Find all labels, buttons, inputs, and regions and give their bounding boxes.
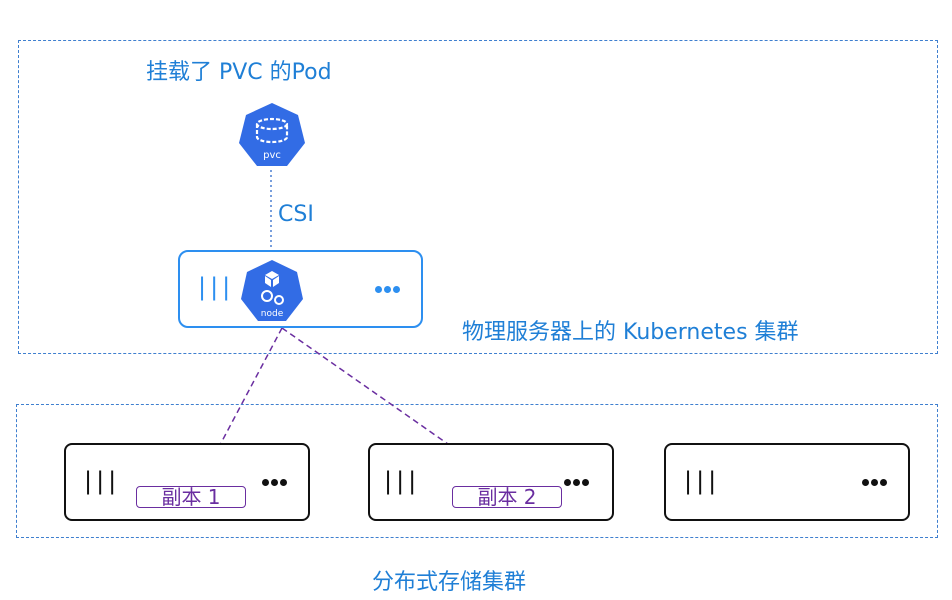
server-bars: ||| <box>384 467 421 495</box>
server-bars: ||| <box>684 467 721 495</box>
kubernetes-cluster-zone <box>18 40 938 354</box>
storage-cluster-label: 分布式存储集群 <box>372 570 527 595</box>
storage-server-3[interactable]: ||| <box>664 443 910 521</box>
server-bars: ||| <box>198 273 235 301</box>
more-icon[interactable] <box>375 286 400 293</box>
node-icon-text: node <box>261 309 284 319</box>
pvc-icon: pvc <box>236 100 308 172</box>
storage-server-2[interactable]: ||| <box>368 443 614 521</box>
more-icon[interactable] <box>564 479 589 486</box>
replica-1-badge: 副本 1 <box>136 486 246 508</box>
node-icon: node <box>238 258 306 326</box>
pvc-icon-text: pvc <box>263 150 281 161</box>
more-icon[interactable] <box>262 479 287 486</box>
storage-server-1[interactable]: ||| <box>64 443 310 521</box>
k8s-server[interactable]: ||| node <box>178 250 423 328</box>
replica-2-badge: 副本 2 <box>452 486 562 508</box>
pod-title: 挂载了 PVC 的Pod <box>146 60 332 85</box>
server-bars: ||| <box>84 467 121 495</box>
csi-label: CSI <box>278 202 314 227</box>
kubernetes-cluster-label: 物理服务器上的 Kubernetes 集群 <box>462 320 799 345</box>
more-icon[interactable] <box>862 479 887 486</box>
